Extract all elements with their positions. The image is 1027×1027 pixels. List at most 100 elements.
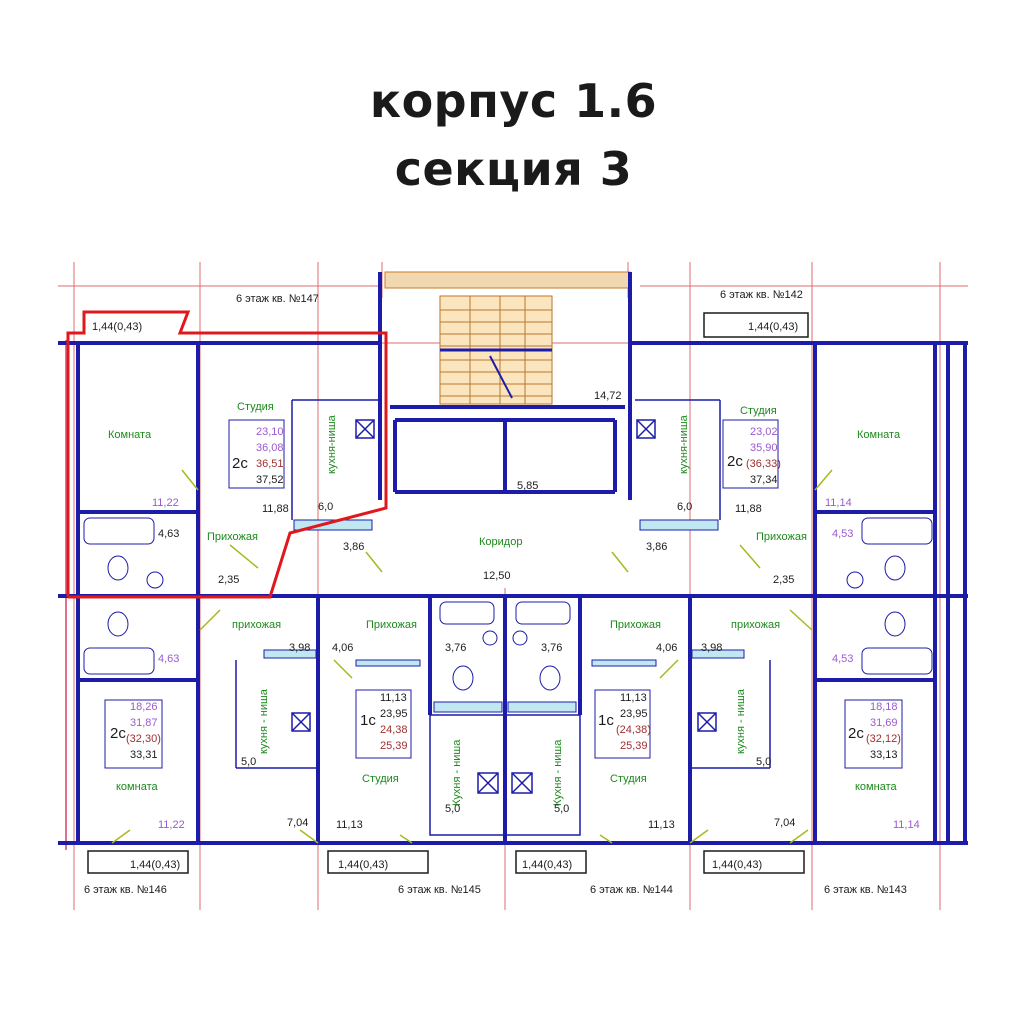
apartment-143-area-1: 18,18	[870, 701, 898, 713]
partitions	[235, 399, 771, 836]
lift-area: 5,85	[517, 480, 538, 492]
apartment-145-balcony: 1,44(0,43)	[338, 859, 388, 871]
apartment-145[interactable]: Прихожая 4,06 3,76 1с 11,13 23,95 24,38 …	[332, 619, 481, 896]
vent-shafts	[291, 419, 717, 794]
stair-area: 14,72	[594, 390, 622, 402]
apartment-144[interactable]: Прихожая 4,06 3,76 1с 11,13 23,95 (24,38…	[522, 619, 677, 896]
apartment-142-area-4: 37,34	[750, 474, 778, 486]
apartment-144-area-1: 11,13	[620, 692, 647, 704]
apartment-146-type: 2с	[110, 725, 126, 742]
kitchen-counters	[263, 519, 745, 713]
apartment-142-room-label: Комната	[857, 429, 901, 441]
apartment-146-bath-area: 4,63	[158, 653, 179, 665]
apartment-144-studio-area: 11,13	[648, 819, 675, 831]
apartment-144-area-3: (24,38)	[616, 724, 651, 736]
apartment-142-area-3: (36,33)	[746, 458, 781, 470]
apartment-142-kitchen-area: 6,0	[677, 501, 692, 513]
apartment-143-room-area: 11,14	[893, 819, 920, 831]
apartment-147-hall-area: 2,35	[218, 574, 239, 586]
apartment-145-kitchen-area: 5,0	[445, 803, 460, 815]
apartment-144-balcony: 1,44(0,43)	[522, 859, 572, 871]
apartment-146-caption: 6 этаж кв. №146	[84, 884, 167, 896]
apartment-146[interactable]: прихожая 3,98 4,63 2с 18,26 31,87 (32,30…	[84, 619, 310, 896]
apartment-142-hall-label: Прихожая	[756, 531, 807, 543]
apartment-145-kitchen-label: Кухня - ниша	[451, 739, 463, 806]
apartment-147-room-area: 11,22	[152, 497, 179, 509]
apartment-143-area-3: (32,12)	[866, 733, 901, 745]
apartment-147-hall-area-2: 3,86	[343, 541, 364, 553]
apartment-144-type: 1с	[598, 712, 614, 729]
section-title: секция 3	[394, 142, 633, 196]
apartment-144-kitchen-label: Кухня - ниша	[552, 739, 564, 806]
apartment-146-area-4: 33,31	[130, 749, 158, 761]
apartment-143-type: 2с	[848, 725, 864, 742]
common-areas: 14,72 5,85 Коридор 12,50	[479, 390, 622, 582]
apartment-144-hall-label: Прихожая	[610, 619, 661, 631]
apartment-147-area-3: 36,51	[256, 458, 284, 470]
apartment-143-bath-area: 4,53	[832, 653, 853, 665]
apartment-142-studio-label: Студия	[740, 405, 777, 417]
apartment-146-room-area: 11,22	[158, 819, 185, 831]
area-boxes	[104, 419, 903, 769]
apartment-146-area-704: 7,04	[287, 817, 308, 829]
apartment-147-area-2: 36,08	[256, 442, 284, 454]
stairwell	[384, 271, 631, 405]
apartment-147-area-4: 37,52	[256, 474, 284, 486]
apartment-147[interactable]: 6 этаж кв. №147 1,44(0,43) Комната 11,22…	[92, 293, 364, 586]
apartment-143-room-label: комната	[855, 781, 897, 793]
apartment-144-bath-area: 3,76	[541, 642, 562, 654]
apartment-145-studio-label: Студия	[362, 773, 399, 785]
apartment-147-bath-area: 4,63	[158, 528, 179, 540]
apartment-142-caption: 6 этаж кв. №142	[720, 289, 803, 301]
apartment-143-kitchen-area: 5,0	[756, 756, 771, 768]
apartment-143[interactable]: прихожая 3,98 4,53 2с 18,18 31,69 (32,12…	[701, 619, 920, 896]
apartment-146-room-label: комната	[116, 781, 158, 793]
apartment-146-hall-area: 3,98	[289, 642, 310, 654]
apartment-143-balcony: 1,44(0,43)	[712, 859, 762, 871]
apartment-143-hall-label: прихожая	[731, 619, 780, 631]
apartment-145-studio-area: 11,13	[336, 819, 363, 831]
corridor-label: Коридор	[479, 536, 522, 548]
apartment-144-kitchen-area: 5,0	[554, 803, 569, 815]
apartment-142-hall-area-2: 3,86	[646, 541, 667, 553]
apartment-146-hall-label: прихожая	[232, 619, 281, 631]
apartment-146-kitchen-area: 5,0	[241, 756, 256, 768]
apartment-144-hall-area: 4,06	[656, 642, 677, 654]
apartment-145-type: 1с	[360, 712, 376, 729]
apartment-145-bath-area: 3,76	[445, 642, 466, 654]
apartment-146-area-1: 18,26	[130, 701, 158, 713]
apartment-147-balcony: 1,44(0,43)	[92, 321, 142, 333]
apartment-147-studio-label: Студия	[237, 401, 274, 413]
apartment-146-area-3: (32,30)	[126, 733, 161, 745]
apartment-143-area-704: 7,04	[774, 817, 795, 829]
apartment-143-hall-area: 3,98	[701, 642, 722, 654]
apartment-144-studio-label: Студия	[610, 773, 647, 785]
building-title: корпус 1.6	[369, 74, 658, 128]
bathroom-fixtures	[83, 517, 933, 691]
apartment-145-area-1: 11,13	[380, 692, 407, 704]
apartment-147-kitchen-label: кухня-ниша	[326, 414, 338, 474]
apartment-145-area-3: 24,38	[380, 724, 408, 736]
apartment-142-area-2: 35,90	[750, 442, 778, 454]
corridor-area: 12,50	[483, 570, 511, 582]
apartment-142-balcony: 1,44(0,43)	[748, 321, 798, 333]
walls	[58, 272, 968, 845]
apartment-146-balcony: 1,44(0,43)	[130, 859, 180, 871]
apartment-143-caption: 6 этаж кв. №143	[824, 884, 907, 896]
apartment-142-kitchen-label: кухня-ниша	[678, 414, 690, 474]
apartment-142[interactable]: 6 этаж кв. №142 1,44(0,43) Комната 11,14…	[646, 289, 901, 586]
apartment-147-room-label: Комната	[108, 429, 152, 441]
apartment-144-area-2: 23,95	[620, 708, 648, 720]
apartment-142-hall-area: 2,35	[773, 574, 794, 586]
apartment-144-caption: 6 этаж кв. №144	[590, 884, 673, 896]
apartment-142-type: 2с	[727, 453, 743, 470]
apartment-142-bath-area: 4,53	[832, 528, 853, 540]
apartment-146-kitchen-label: кухня - ниша	[258, 688, 270, 754]
apartment-143-area-4: 33,13	[870, 749, 898, 761]
apartment-142-room-area: 11,14	[825, 497, 852, 509]
apartment-145-area-2: 23,95	[380, 708, 408, 720]
apartment-145-hall-area: 4,06	[332, 642, 353, 654]
balcony-boxes	[87, 312, 809, 874]
apartment-147-kitchen-area: 6,0	[318, 501, 333, 513]
